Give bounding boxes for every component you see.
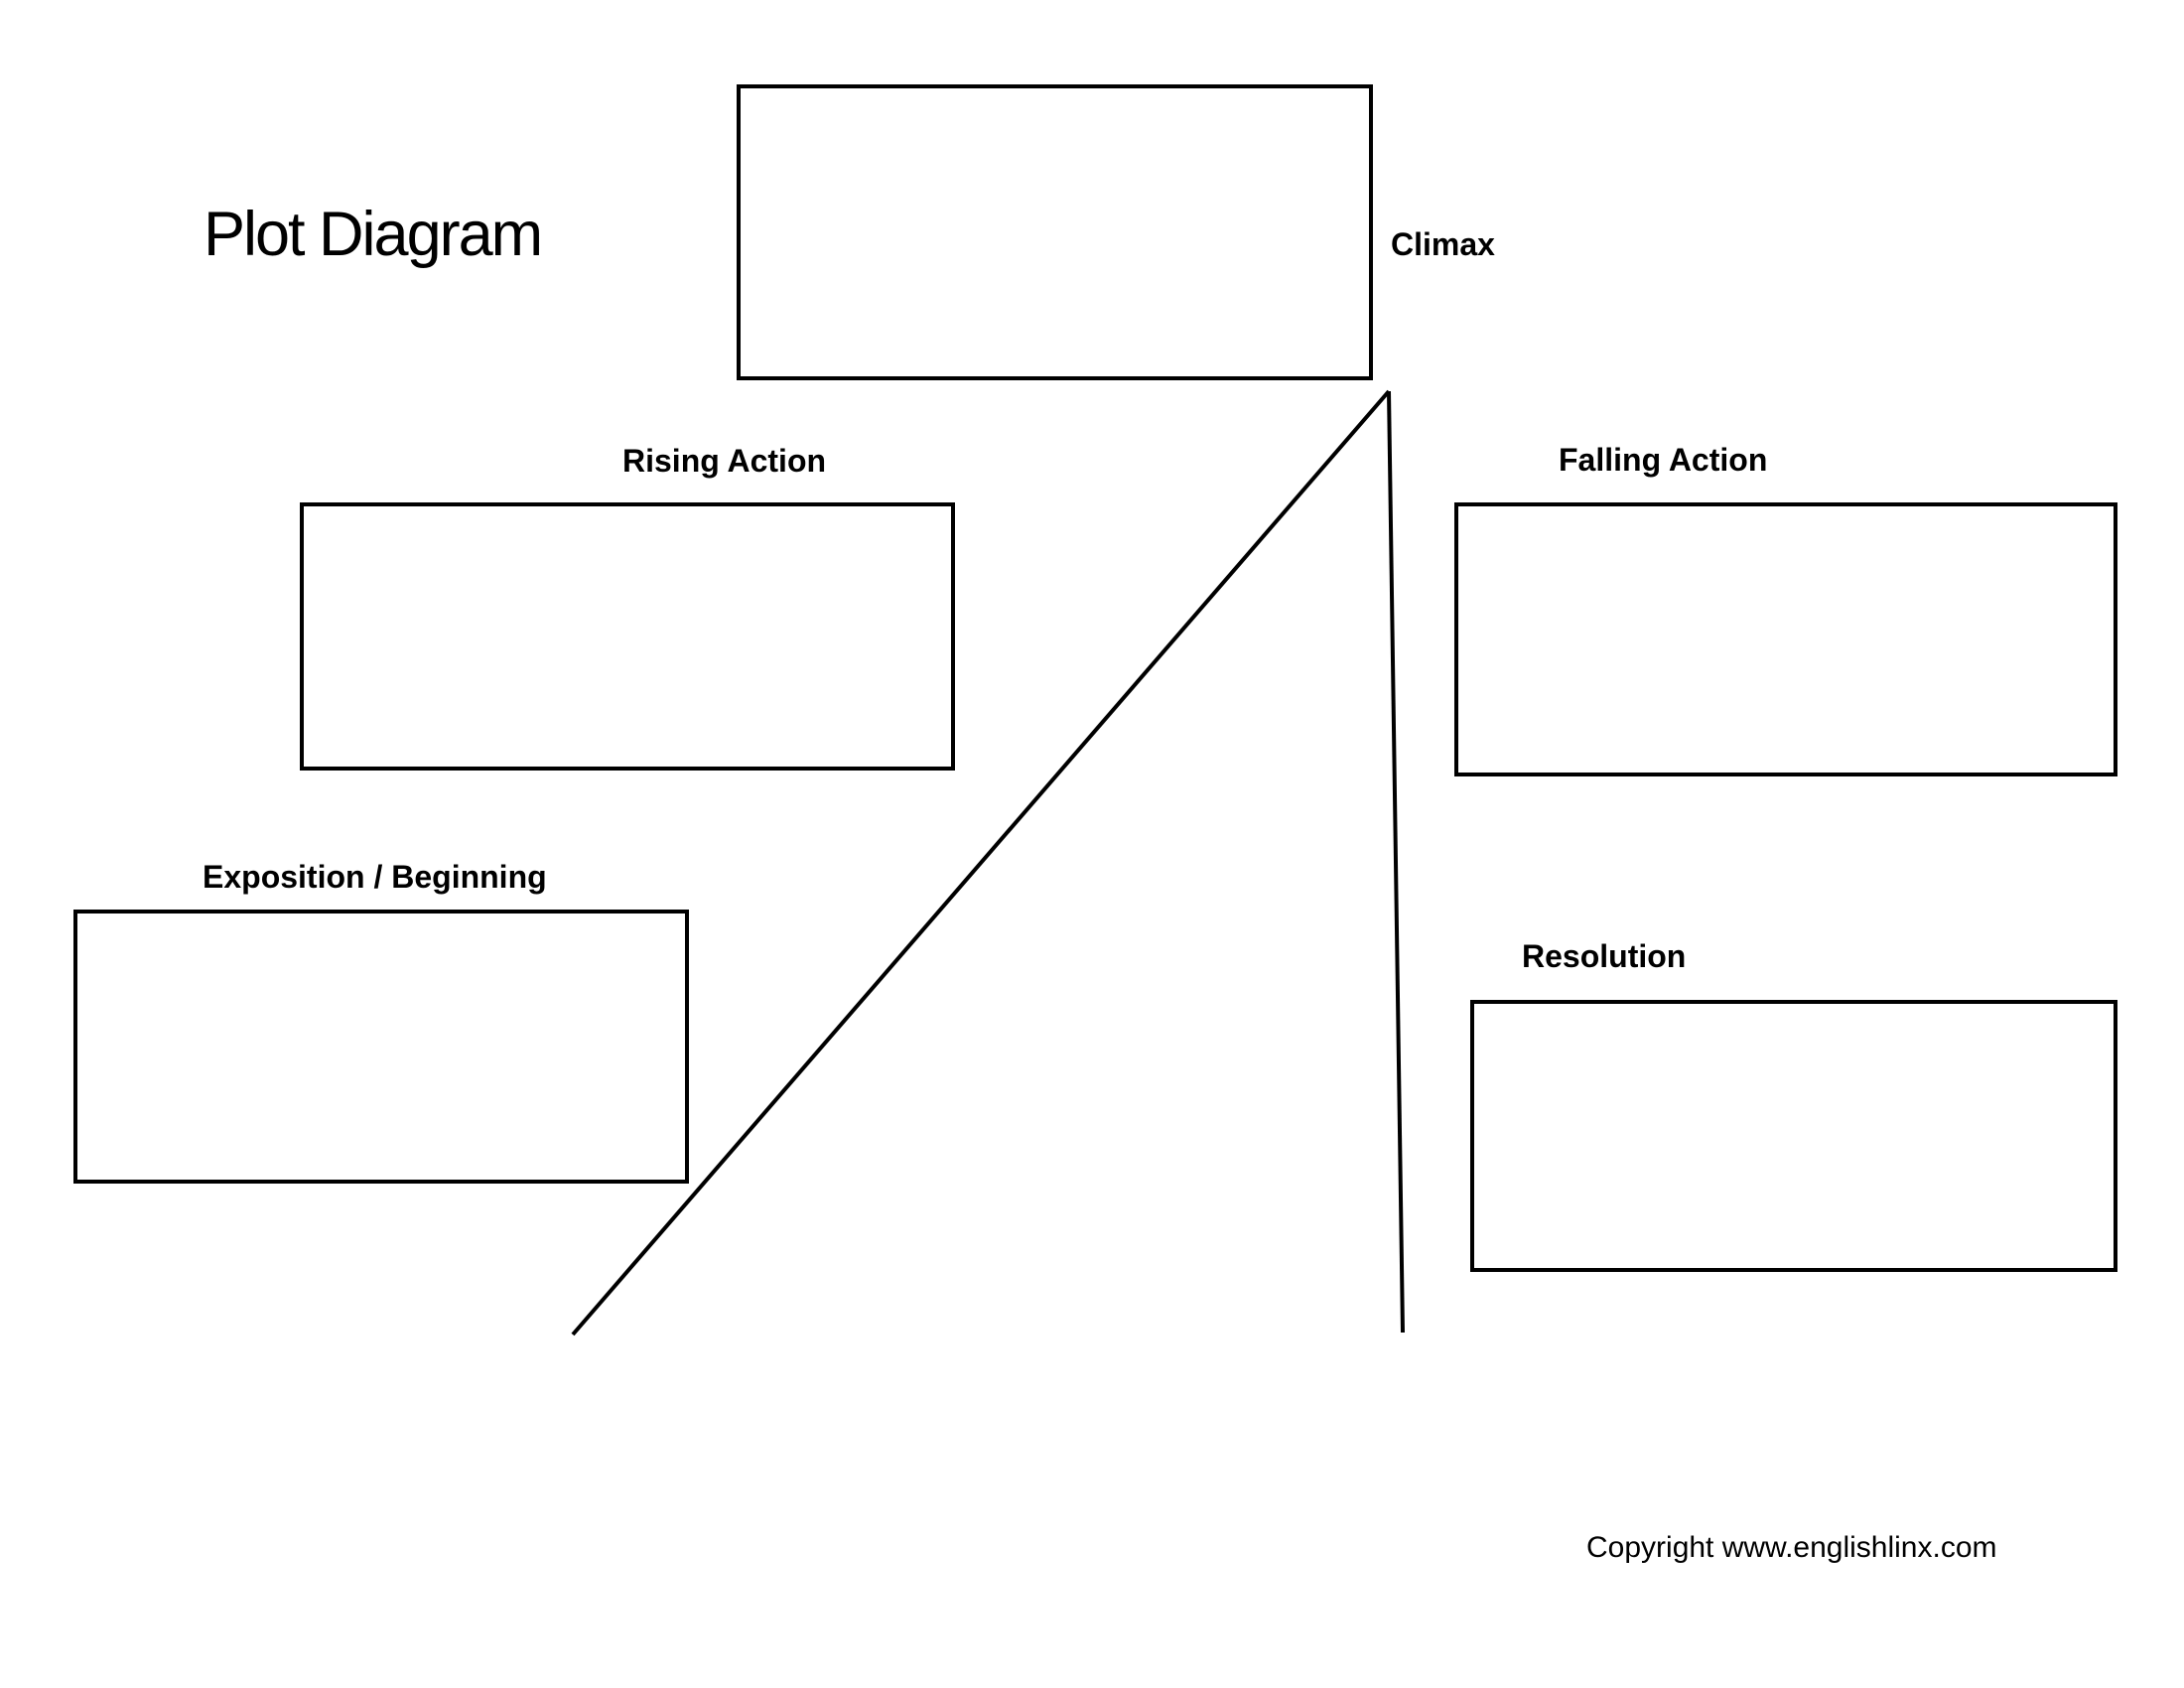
falling-action-box xyxy=(1454,502,2117,776)
exposition-box xyxy=(73,910,689,1184)
copyright-text: Copyright www.englishlinx.com xyxy=(1586,1531,1997,1564)
resolution-box xyxy=(1470,1000,2117,1272)
resolution-label: Resolution xyxy=(1522,938,1687,974)
climax-label: Climax xyxy=(1391,226,1495,262)
rising-action-box xyxy=(300,502,955,771)
rising-action-label: Rising Action xyxy=(622,443,827,479)
exposition-label: Exposition / Beginning xyxy=(203,859,547,895)
rising-action-line xyxy=(571,389,1391,1336)
climax-box xyxy=(737,84,1373,380)
falling-action-label: Falling Action xyxy=(1559,442,1768,478)
falling-action-line xyxy=(1387,390,1405,1334)
page-title: Plot Diagram xyxy=(204,200,543,269)
